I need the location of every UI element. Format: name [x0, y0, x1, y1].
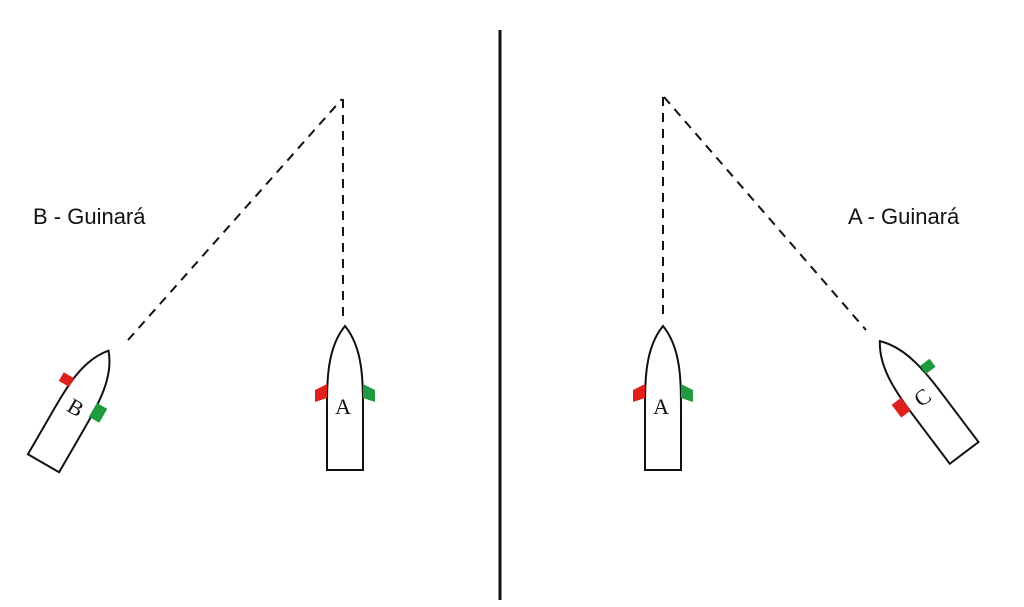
right-boat-c-starboard-light — [919, 358, 936, 374]
right-boat-a-starboard-light — [681, 384, 693, 402]
left-bearing-line-b — [127, 98, 343, 341]
left-panel: B - Guinará B A — [26, 98, 375, 474]
right-boat-c-hull — [878, 339, 980, 466]
left-boat-b-port-light — [58, 372, 75, 387]
left-boat-b: B — [26, 349, 111, 474]
left-boat-a-label: A — [335, 394, 351, 419]
left-boat-b-hull — [26, 349, 111, 474]
left-caption: B - Guinará — [33, 204, 146, 229]
right-panel: A - Guinará A C — [633, 96, 980, 471]
right-boat-c: C — [878, 339, 980, 466]
right-boat-a-port-light — [633, 384, 645, 402]
left-boat-b-starboard-light — [88, 402, 108, 423]
left-boat-a: A — [315, 324, 375, 471]
left-boat-a-starboard-light — [363, 384, 375, 402]
right-caption: A - Guinará — [848, 204, 960, 229]
left-boat-a-port-light — [315, 384, 327, 402]
left-boat-a-hull — [326, 324, 364, 471]
right-boat-a-label: A — [653, 394, 669, 419]
right-bearing-line-c — [663, 96, 867, 331]
right-boat-c-port-light — [891, 397, 911, 418]
right-boat-a-hull — [644, 324, 682, 471]
right-boat-a: A — [633, 324, 693, 471]
